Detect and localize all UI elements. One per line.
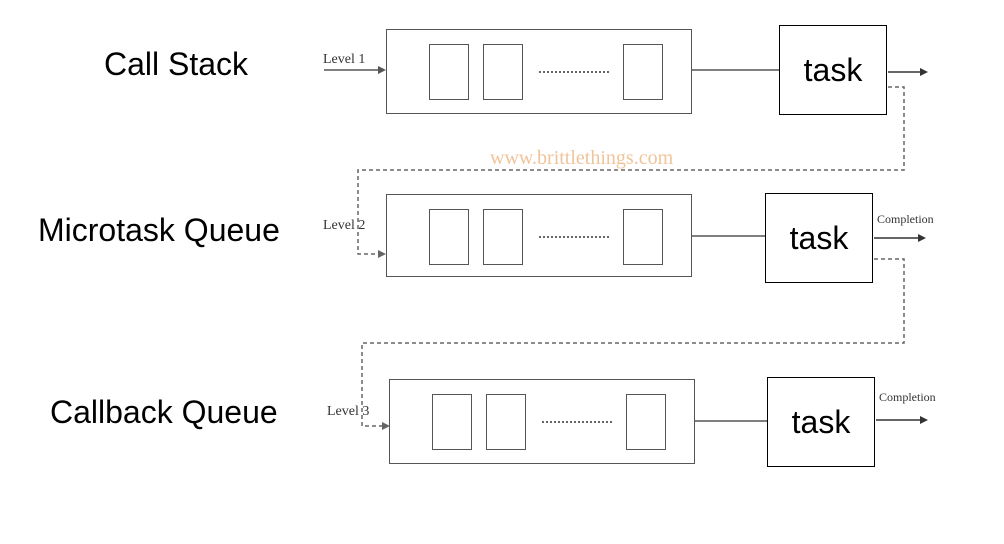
- level-3-label: Level 3: [327, 404, 370, 419]
- task-box-microtask-queue: task: [765, 193, 873, 283]
- ellipsis-dots: [539, 71, 609, 73]
- completion-label-3: Completion: [879, 390, 936, 404]
- queue-slot: [483, 44, 523, 100]
- dashed-link-1-to-2-arrowhead: [378, 250, 386, 258]
- queue-slot: [483, 209, 523, 265]
- queue-slot: [623, 209, 663, 265]
- call-stack-queue: [386, 29, 692, 114]
- row-label-microtask-queue: Microtask Queue: [38, 212, 280, 248]
- dashed-link-2-to-3: [361, 258, 905, 427]
- dashed-link-2-to-3-arrowhead: [382, 422, 390, 430]
- queue-slot: [623, 44, 663, 100]
- ellipsis-dots: [539, 236, 609, 238]
- dashed-link-1-to-2: [357, 86, 905, 255]
- queue-slot: [429, 44, 469, 100]
- level-2-label: Level 2: [323, 218, 366, 233]
- row-label-call-stack: Call Stack: [104, 46, 249, 82]
- task-3-exit-arrowhead: [920, 416, 928, 424]
- microtask-queue: [386, 194, 692, 277]
- task-1-exit-arrowhead: [920, 68, 928, 76]
- task-box-callback-queue: task: [767, 377, 875, 467]
- level-1-label: Level 1: [323, 52, 366, 67]
- task-box-call-stack: task: [779, 25, 887, 115]
- row-label-callback-queue: Callback Queue: [50, 394, 278, 430]
- queue-slot: [429, 209, 469, 265]
- ellipsis-dots: [542, 421, 612, 423]
- watermark-text: www.brittlethings.com: [490, 147, 674, 169]
- level-1-entry-arrowhead: [378, 66, 386, 74]
- task-2-exit-arrowhead: [918, 234, 926, 242]
- callback-queue: [389, 379, 695, 464]
- completion-label-2: Completion: [877, 212, 934, 226]
- queue-slot: [626, 394, 666, 450]
- queue-slot: [486, 394, 526, 450]
- queue-slot: [432, 394, 472, 450]
